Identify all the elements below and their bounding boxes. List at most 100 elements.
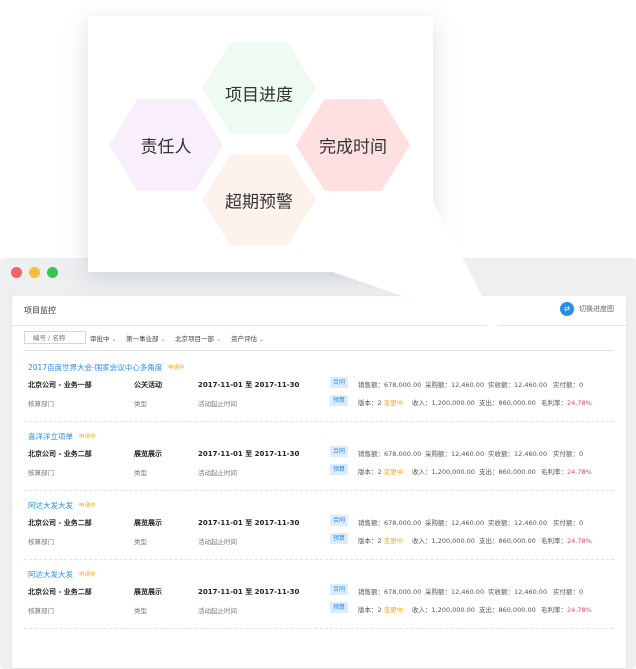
version-value: 2 (377, 606, 382, 614)
window-controls (11, 267, 58, 278)
company-dept: 北京公司 - 业务一部 (28, 381, 92, 389)
search-input[interactable] (24, 331, 86, 344)
expense-value: 860,000.00 (498, 468, 536, 476)
version-label: 版本： (358, 537, 378, 545)
time-label: 活动起止时间 (198, 538, 237, 546)
income-amount: 收入：1,200,000.00 (412, 604, 475, 614)
dept-label: 核算部门 (28, 469, 54, 477)
filter-project-dept[interactable]: 北京项目一部⌄ (175, 333, 221, 343)
expense-label: 支出： (479, 606, 499, 614)
project-record[interactable]: 阿达大发大发 申请中 北京公司 - 业务二部 展览展示 2017-11-01 至… (12, 569, 626, 639)
expense-amount: 支出：860,000.00 (479, 535, 536, 545)
filter-approval-status[interactable]: 审批中⌄ (90, 333, 117, 343)
budget-tag: 预算 (330, 464, 348, 475)
filter-division[interactable]: 第一事业部⌄ (126, 333, 166, 343)
change-status: 变更中 (383, 537, 404, 545)
version-info: 版本：2 变更中 (358, 604, 403, 614)
expense-amount: 支出：860,000.00 (479, 604, 536, 614)
purchase-amount: 采购额：12,460.00 (425, 448, 484, 458)
purchase-value: 12,460.00 (451, 588, 485, 596)
sales-amount: 销售额：678,000.00 (358, 379, 421, 389)
margin-label: 毛利率： (541, 537, 567, 545)
sales-value: 678,000.00 (384, 450, 422, 458)
status-badge: 申请中 (79, 572, 96, 578)
sales-value: 678,000.00 (384, 381, 422, 389)
purchase-amount: 采购额：12,460.00 (425, 379, 484, 389)
date-range: 2017-11-01 至 2017-11-30 (198, 381, 300, 389)
budget-tag: 预算 (330, 395, 348, 406)
sales-label: 销售额： (358, 588, 384, 596)
received-value: 12,460.00 (514, 381, 548, 389)
date-range: 2017-11-01 至 2017-11-30 (198, 519, 300, 527)
sales-value: 678,000.00 (384, 588, 422, 596)
switch-progress-view-button[interactable]: ⇄ 切换进度图 (560, 302, 614, 316)
close-dot[interactable] (11, 267, 22, 278)
income-label: 收入： (412, 606, 432, 614)
divider (24, 350, 614, 351)
purchase-amount: 采购额：12,460.00 (425, 586, 484, 596)
margin-value: 24.78% (567, 606, 592, 614)
sales-amount: 销售额：678,000.00 (358, 517, 421, 527)
chevron-down-icon: ⌄ (259, 336, 265, 343)
minimize-dot[interactable] (29, 267, 40, 278)
purchase-label: 采购额： (425, 450, 451, 458)
filter-label: 资产评估 (231, 335, 257, 343)
date-range: 2017-11-01 至 2017-11-30 (198, 450, 300, 458)
maximize-dot[interactable] (47, 267, 58, 278)
project-name-link[interactable]: 阿达大发大发 (28, 570, 73, 579)
received-label: 实收额： (488, 381, 514, 389)
purchase-value: 12,460.00 (451, 450, 485, 458)
income-amount: 收入：1,200,000.00 (412, 397, 475, 407)
project-name-link[interactable]: 阿达大发大发 (28, 501, 73, 510)
paid-label: 实付额： (553, 450, 579, 458)
type-label: 类型 (134, 538, 147, 546)
project-record[interactable]: 阿达大发大发 申请中 北京公司 - 业务二部 展览展示 2017-11-01 至… (12, 500, 626, 570)
hex-label-owner: 责任人 (140, 137, 192, 158)
hex-label-overdue: 超期预警 (225, 192, 293, 213)
project-name-link[interactable]: 喜洋洋立项单 (28, 432, 73, 441)
divider (24, 628, 614, 629)
project-name-link[interactable]: 2017百度世界大会-国家会议中心多角度 (28, 363, 163, 372)
project-record[interactable]: 2017百度世界大会-国家会议中心多角度 申请中 北京公司 - 业务一部 公关活… (12, 362, 626, 432)
filter-category[interactable]: 资产评估⌄ (231, 333, 264, 343)
activity-type: 展览展示 (134, 588, 162, 596)
income-value: 1,200,000.00 (431, 399, 475, 407)
project-monitor-panel: 项目监控 ⇄ 切换进度图 审批中⌄ 第一事业部⌄ 北京项目一部⌄ 资产评估⌄ 2… (12, 296, 626, 668)
switch-progress-view-label: 切换进度图 (579, 305, 614, 313)
dept-label: 核算部门 (28, 607, 54, 615)
company-dept: 北京公司 - 业务二部 (28, 450, 92, 458)
received-amount: 实收额：12,460.00 (488, 379, 547, 389)
change-status: 变更中 (383, 468, 404, 476)
contract-tag: 合同 (330, 377, 348, 388)
status-badge: 申请中 (79, 503, 96, 509)
paid-label: 实付额： (553, 588, 579, 596)
income-label: 收入： (412, 468, 432, 476)
budget-tag: 预算 (330, 533, 348, 544)
margin-value: 24.78% (567, 399, 592, 407)
margin-label: 毛利率： (541, 468, 567, 476)
income-label: 收入： (412, 537, 432, 545)
sales-label: 销售额： (358, 519, 384, 527)
received-value: 12,460.00 (514, 450, 548, 458)
sales-amount: 销售额：678,000.00 (358, 586, 421, 596)
margin-rate: 毛利率：24.78% (541, 535, 592, 545)
received-value: 12,460.00 (514, 519, 548, 527)
sales-label: 销售额： (358, 450, 384, 458)
expense-amount: 支出：860,000.00 (479, 466, 536, 476)
dept-label: 核算部门 (28, 400, 54, 408)
version-info: 版本：2 变更中 (358, 535, 403, 545)
project-record[interactable]: 喜洋洋立项单 申请中 北京公司 - 业务二部 展览展示 2017-11-01 至… (12, 431, 626, 501)
status-badge: 申请中 (168, 365, 185, 371)
filter-label: 审批中 (90, 335, 110, 343)
filter-label: 第一事业部 (126, 335, 159, 343)
paid-label: 实付额： (553, 519, 579, 527)
expense-value: 860,000.00 (498, 606, 536, 614)
paid-amount: 实付额：0 (553, 517, 583, 527)
contract-tag: 合同 (330, 515, 348, 526)
received-label: 实收额： (488, 519, 514, 527)
panel-header: 项目监控 ⇄ 切换进度图 (12, 296, 626, 326)
app-window: 项目监控 ⇄ 切换进度图 审批中⌄ 第一事业部⌄ 北京项目一部⌄ 资产评估⌄ 2… (0, 258, 636, 669)
version-info: 版本：2 变更中 (358, 397, 403, 407)
received-amount: 实收额：12,460.00 (488, 448, 547, 458)
